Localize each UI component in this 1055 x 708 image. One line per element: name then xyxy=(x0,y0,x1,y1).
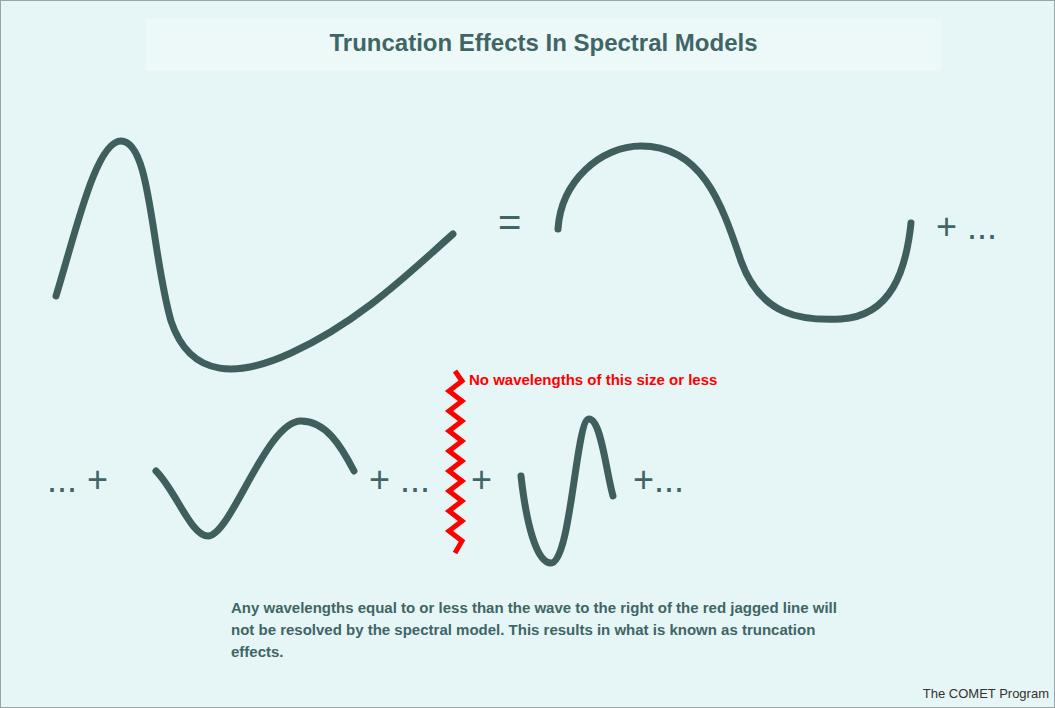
cutoff-note: No wavelengths of this size or less xyxy=(467,371,719,388)
title-band xyxy=(146,19,941,71)
long-wave xyxy=(558,146,911,319)
series-operator: +... xyxy=(633,459,684,500)
truncation-line xyxy=(449,371,462,553)
source-credit: The COMET Program xyxy=(923,687,1049,702)
series-operator: + ... xyxy=(369,459,430,500)
series-operator: + ... xyxy=(936,206,997,247)
series-operator: + xyxy=(471,459,492,500)
diagram-title: Truncation Effects In Spectral Models xyxy=(146,29,941,57)
medium-wave xyxy=(156,421,354,536)
equals-sign: = xyxy=(498,199,521,245)
short-wave xyxy=(521,419,613,563)
series-operator: ... + xyxy=(47,459,108,500)
composite-wave xyxy=(56,141,453,369)
caption-text: Any wavelengths equal to or less than th… xyxy=(231,597,851,663)
